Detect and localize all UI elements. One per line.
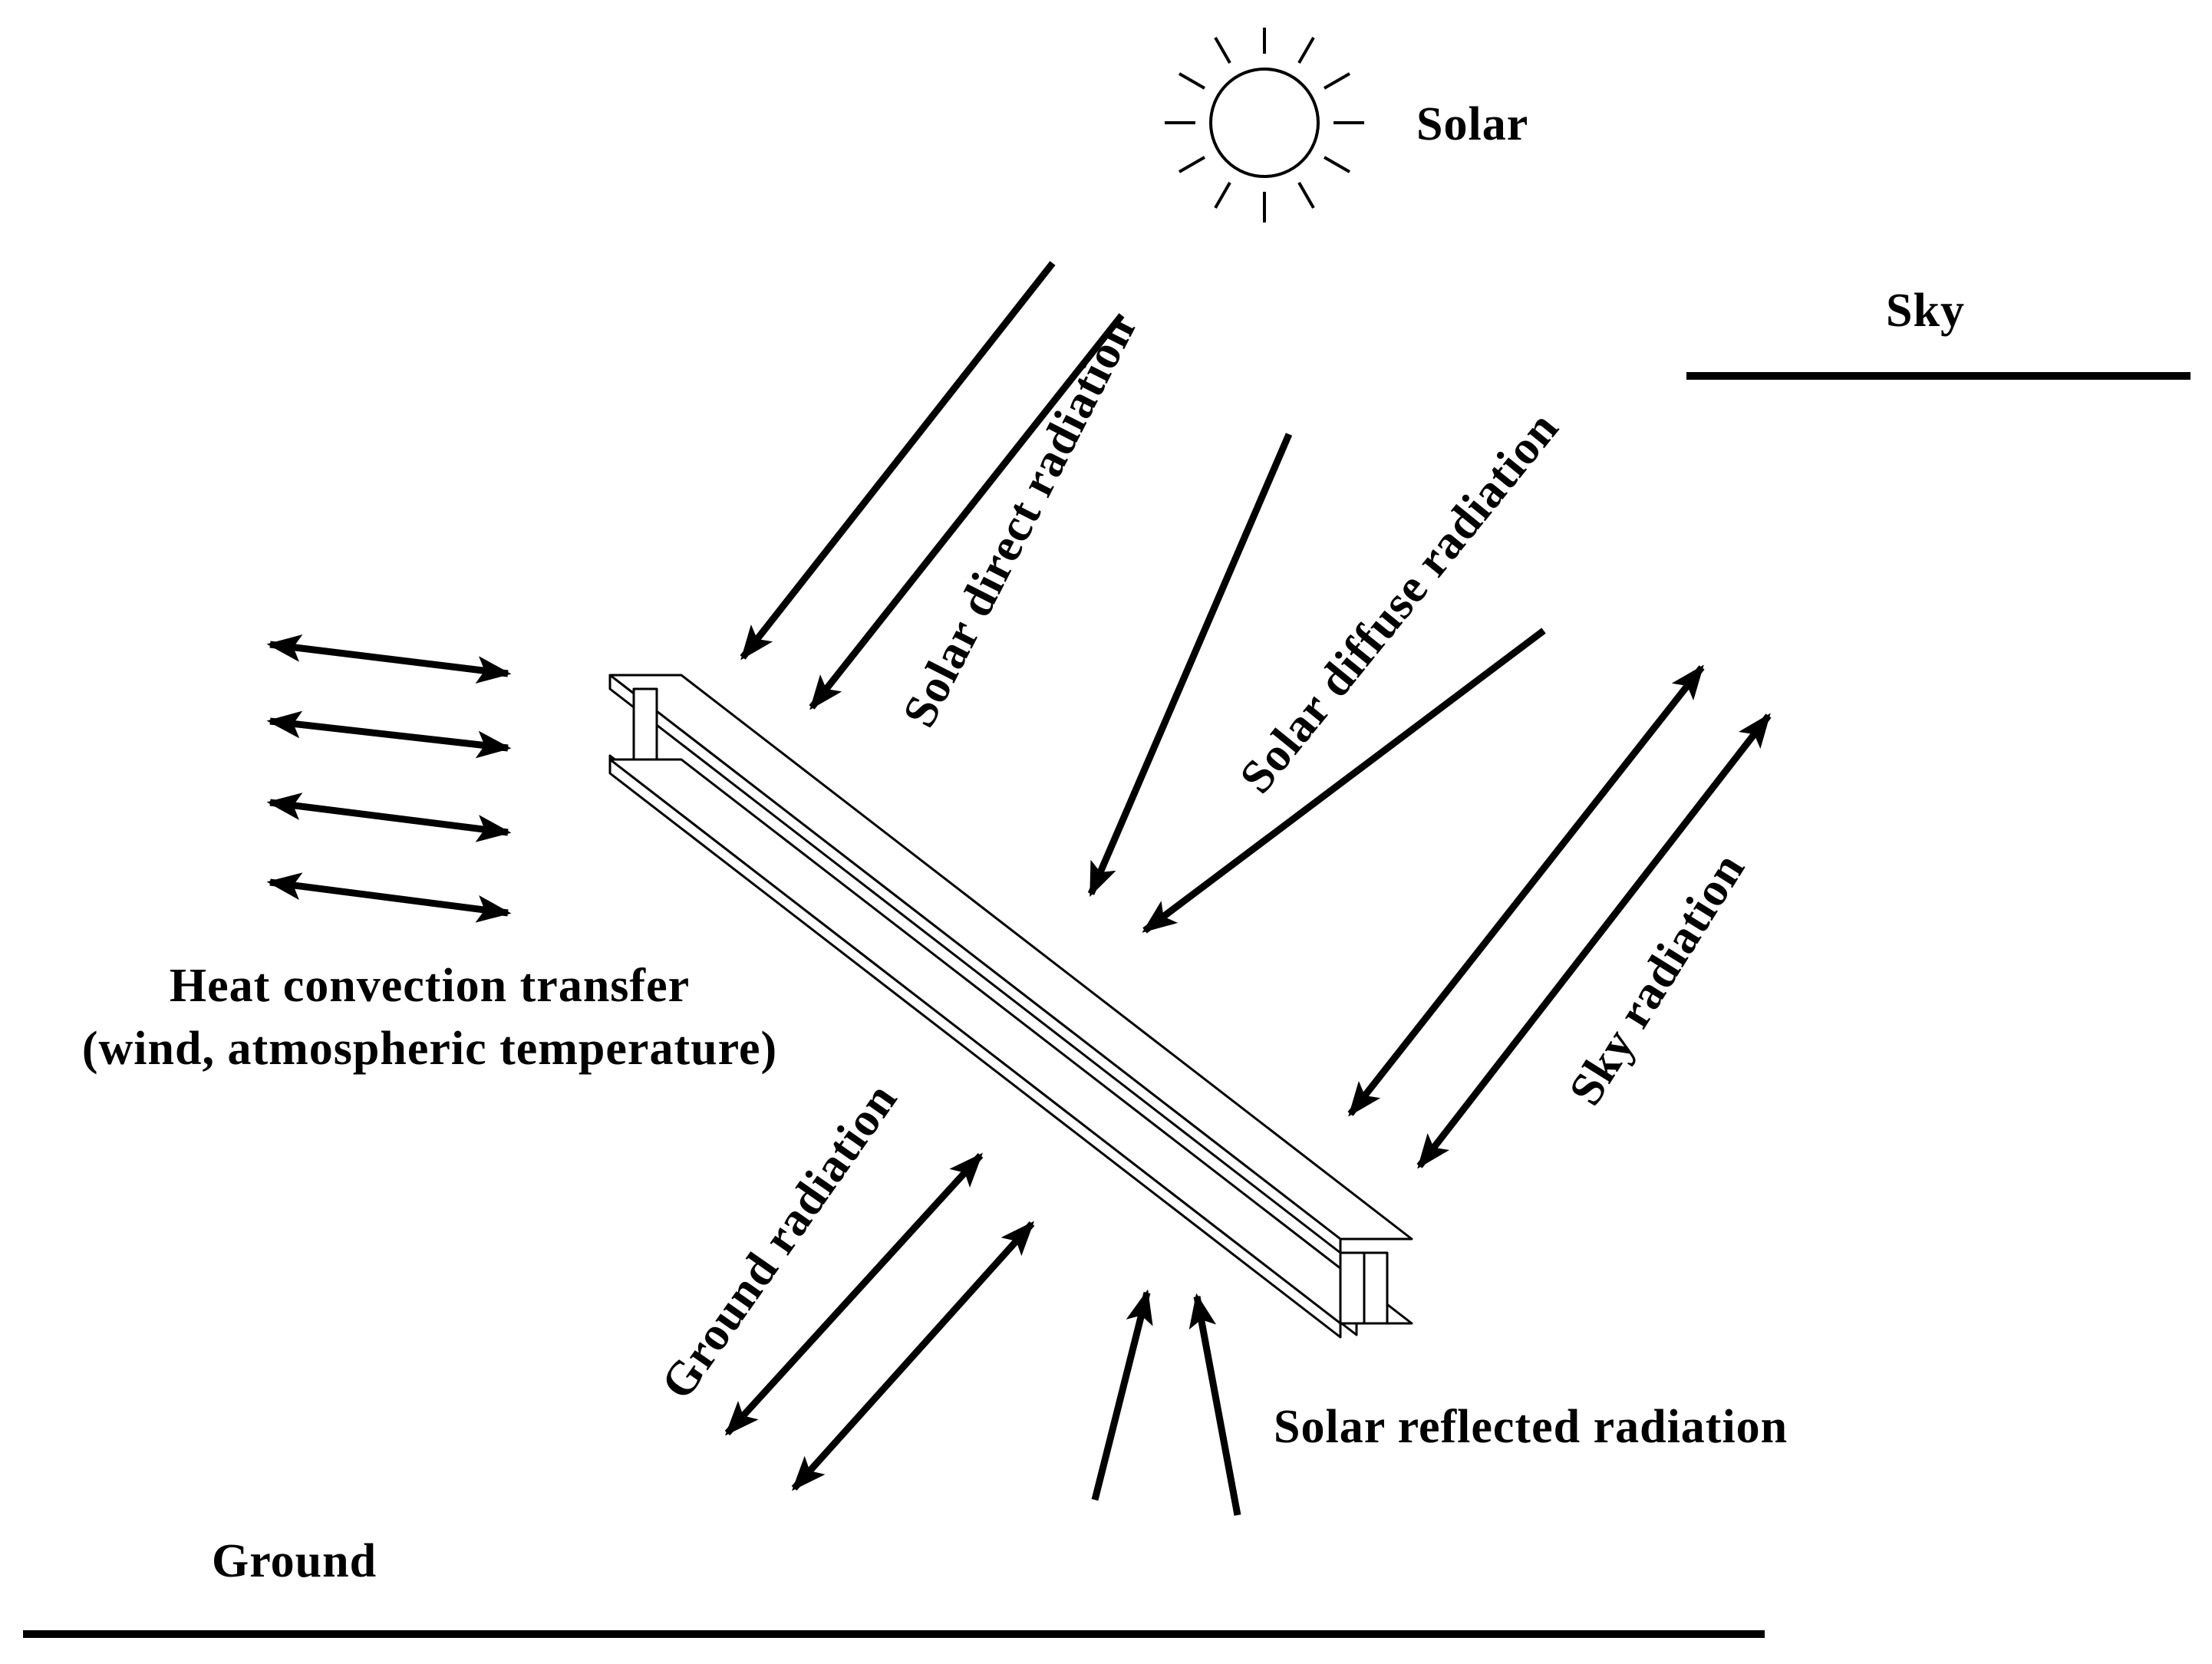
solar-diffuse-arrow-1 [1087,433,1293,898]
sun-icon [1165,28,1364,222]
solar-label: Solar [1416,98,1528,150]
convection-arrow-3 [266,792,512,842]
sky-radiation-arrows [1347,664,1772,1169]
sky-radiation-arrow-2 [1416,713,1772,1169]
sky-label: Sky [1886,285,1965,337]
ground-radiation-label: Ground radiation [651,1074,908,1409]
ground-label: Ground [212,1535,377,1587]
solar-reflected-label: Solar reflected radiation [1274,1401,1788,1453]
solar-reflected-arrow-1 [1091,1289,1153,1501]
heat-convection-arrows [266,634,512,923]
ground-radiation-arrows [724,1152,1035,1491]
sky-radiation-label: Sky radiation [1559,844,1755,1114]
solar-reflected-arrow-2 [1188,1293,1241,1516]
solar-reflected-arrows [1091,1289,1241,1516]
solar-direct-arrows [740,261,1125,710]
i-beam-icon [608,674,1413,1339]
heat-convection-label-line1: Heat convection transfer [170,960,690,1012]
convection-arrow-1 [266,634,512,684]
heat-convection-label-line2: (wind, atmospheric temperature) [82,1023,777,1075]
ground-radiation-arrow-2 [791,1221,1035,1491]
solar-direct-arrow-1 [740,261,1056,661]
convection-arrow-2 [266,710,512,759]
solar-direct-arrow-2 [809,313,1125,710]
convection-arrow-4 [266,872,512,923]
solar-direct-label: Solar direct radiation [893,307,1146,735]
